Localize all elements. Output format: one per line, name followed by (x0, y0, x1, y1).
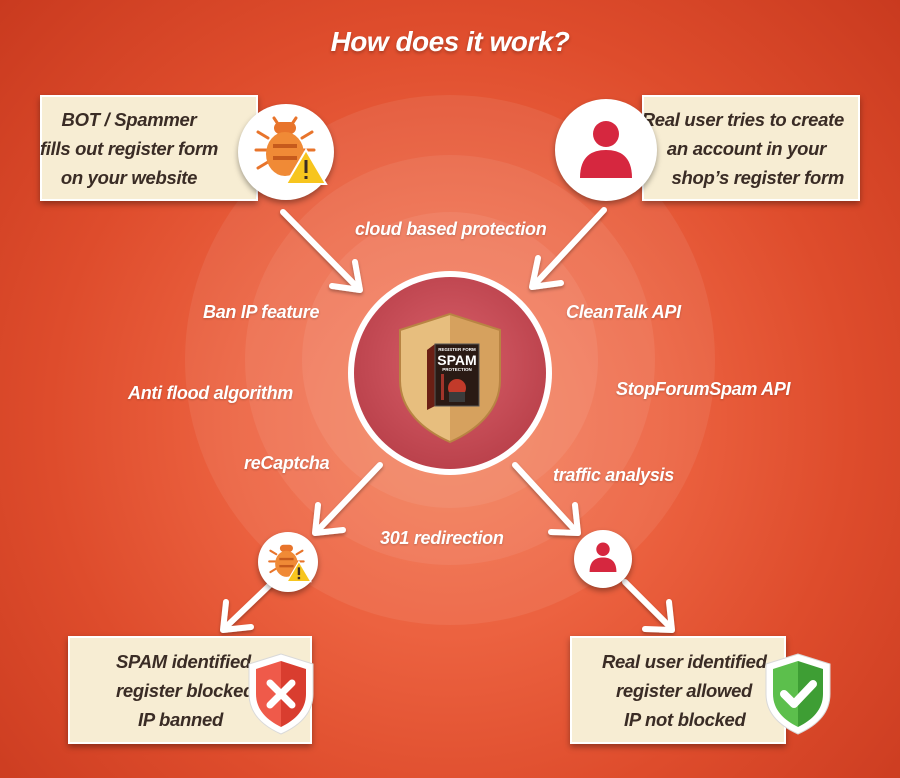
bot-box-line-2: fills out register form (39, 137, 219, 159)
arrow-spam-head-2 (220, 599, 254, 633)
user-box-line-1: Real user tries to create (641, 108, 845, 130)
product-label-sub: PROTECTION (442, 367, 472, 372)
bug-warning-icon (254, 116, 328, 185)
feature-cleantalk-api: CleanTalk API (566, 302, 681, 322)
bot-box-line-3: on your website (60, 166, 198, 188)
arrow-bot-to-center (280, 209, 358, 288)
center-protection-emblem: REGISTER FORM SPAM PROTECTION (348, 271, 552, 475)
feature-anti-flood: Anti flood algorithm (128, 383, 293, 403)
spam-result-line-1: SPAM identified (116, 650, 251, 672)
spam-result-line-3: IP banned (138, 708, 224, 730)
real-user-box: Real user tries to create an account in … (642, 95, 860, 201)
arrow-center-to-user (512, 462, 576, 531)
user-result-line-1: Real user identified (602, 650, 767, 672)
feature-ban-ip: Ban IP feature (203, 302, 320, 322)
feature-301-redirection: 301 redirection (380, 528, 504, 548)
feature-recaptcha: reCaptcha (244, 453, 330, 473)
user-result-box: Real user identified register allowed IP… (570, 636, 786, 744)
arrow-spam-to-result (225, 579, 276, 628)
user-result-line-3: IP not blocked (624, 708, 746, 730)
product-label-main: SPAM (437, 352, 476, 368)
feature-stopforumspam: StopForumSpam API (616, 379, 791, 399)
user-box-line-3: shop’s register form (671, 166, 844, 188)
user-result-line-2: register allowed (616, 679, 753, 701)
feature-cloud-protection: cloud based protection (355, 219, 547, 239)
user-box-line-2: an account in your (666, 137, 826, 159)
product-label-top: REGISTER FORM (438, 347, 476, 352)
user-icon (580, 121, 632, 178)
product-box-icon: REGISTER FORM SPAM PROTECTION (427, 343, 480, 410)
arrow-user-head-2 (642, 599, 675, 633)
allowed-shield-icon (765, 653, 831, 735)
spam-result-line-2: register blocked (116, 679, 255, 701)
bug-warning-small-icon (268, 544, 312, 583)
arrow-user-head (529, 255, 564, 290)
arrow-bot-head (329, 259, 363, 293)
feature-traffic-analysis: traffic analysis (553, 465, 674, 485)
arrow-user-head-1 (548, 502, 581, 536)
bot-spammer-box: BOT / Spammer fills out register form on… (40, 95, 258, 201)
arrow-user-to-center (534, 207, 607, 285)
page-title: How does it work? (330, 26, 570, 57)
arrow-spam-head-1 (312, 502, 346, 536)
user-small-icon (589, 542, 617, 572)
arrow-center-to-spam (317, 462, 383, 531)
arrow-user-to-result (622, 579, 671, 628)
blocked-shield-icon (248, 653, 314, 735)
bot-box-line-1: BOT / Spammer (61, 108, 197, 130)
